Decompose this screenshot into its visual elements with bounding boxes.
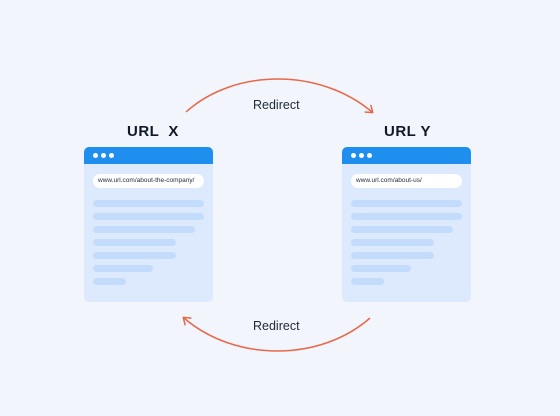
content-placeholder-line xyxy=(351,213,462,220)
window-dot-icon xyxy=(359,153,364,158)
content-placeholder-line xyxy=(351,278,384,285)
url-y-title: URL Y xyxy=(384,123,431,140)
content-placeholder-line xyxy=(93,239,176,246)
content-placeholder-line xyxy=(351,200,462,207)
browser-title-bar xyxy=(342,147,471,164)
window-dot-icon xyxy=(101,153,106,158)
address-bar: www.url.com/about-us/ xyxy=(351,174,462,188)
top-redirect-arrow xyxy=(185,78,372,112)
browser-title-bar xyxy=(84,147,213,164)
address-bar: www.url.com/about-the-company/ xyxy=(93,174,204,188)
content-placeholder-line xyxy=(351,239,434,246)
redirect-label-top: Redirect xyxy=(253,98,300,112)
content-placeholder-line xyxy=(93,278,126,285)
browser-window-x: www.url.com/about-the-company/ xyxy=(84,147,213,302)
window-dot-icon xyxy=(93,153,98,158)
bottom-redirect-arrow xyxy=(184,318,371,352)
content-placeholder-line xyxy=(93,265,153,272)
browser-window-y: www.url.com/about-us/ xyxy=(342,147,471,302)
content-placeholder-line xyxy=(351,252,434,259)
content-placeholder-line xyxy=(93,213,204,220)
content-placeholder-line xyxy=(93,252,176,259)
url-x-title: URL X xyxy=(127,123,179,140)
redirect-label-bottom: Redirect xyxy=(253,319,300,333)
window-dot-icon xyxy=(351,153,356,158)
content-placeholder-line xyxy=(351,265,411,272)
window-dot-icon xyxy=(109,153,114,158)
content-placeholder-line xyxy=(93,226,195,233)
content-placeholder-line xyxy=(351,226,453,233)
window-dot-icon xyxy=(367,153,372,158)
content-placeholder-line xyxy=(93,200,204,207)
